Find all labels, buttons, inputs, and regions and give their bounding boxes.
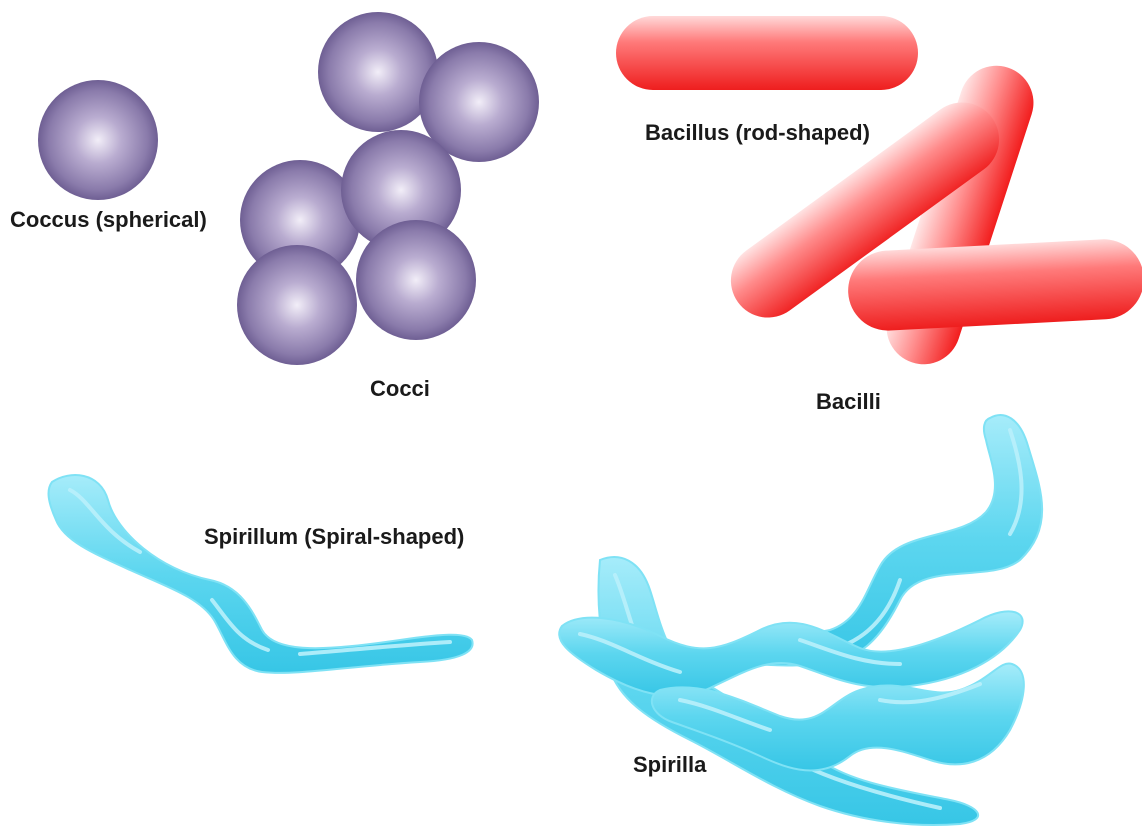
- coccus-cluster-cell: [237, 245, 357, 365]
- spirillum-label: Spirillum (Spiral-shaped): [204, 524, 464, 550]
- bacillus-rod: [846, 237, 1142, 332]
- coccus-label: Coccus (spherical): [10, 207, 207, 233]
- spirilla-group: [559, 415, 1042, 825]
- coccus-cluster-cell: [356, 220, 476, 340]
- cocci-label: Cocci: [370, 376, 430, 402]
- bacilli-label: Bacilli: [816, 389, 881, 415]
- coccus-cluster-cell: [318, 12, 438, 132]
- spirilla-label: Spirilla: [633, 752, 706, 778]
- cocci-cluster: [237, 12, 539, 365]
- bacillus-label: Bacillus (rod-shaped): [645, 120, 870, 146]
- bacillus-cell: [616, 16, 918, 90]
- coccus-cell: [38, 80, 158, 200]
- bacilli-group: [716, 56, 1142, 374]
- spirillum-cell: [49, 475, 473, 673]
